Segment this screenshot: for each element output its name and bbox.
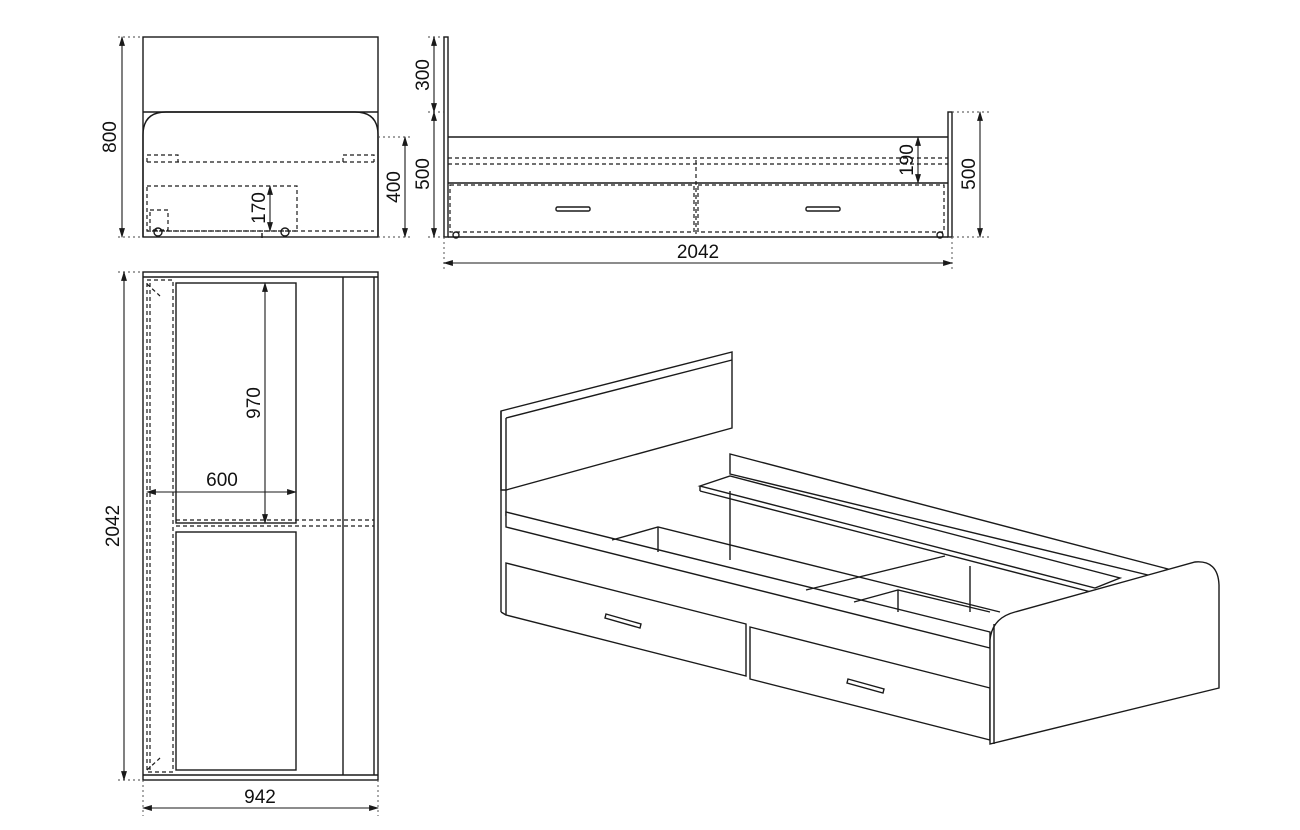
dim-label-2042-top: 2042 bbox=[103, 505, 124, 547]
top-drawer-970-dimension: 970 bbox=[244, 282, 268, 524]
dim-label-300: 300 bbox=[413, 59, 434, 91]
front-height-400-dimension: 400 bbox=[378, 136, 412, 238]
dim-label-190: 190 bbox=[897, 144, 918, 176]
iso-headboard bbox=[500, 351, 733, 491]
dim-label-800: 800 bbox=[100, 121, 121, 153]
dim-label-170: 170 bbox=[249, 192, 270, 224]
side-rail-190-dimension: 190 bbox=[897, 136, 921, 184]
side-length-2042-dimension: 2042 bbox=[443, 237, 953, 272]
top-view bbox=[142, 271, 379, 781]
top-length-2042-dimension: 2042 bbox=[103, 271, 143, 781]
front-height-800-dimension: 800 bbox=[100, 36, 143, 238]
dim-label-2042-side: 2042 bbox=[677, 242, 719, 263]
front-drawer-170-dimension: 170 bbox=[249, 185, 273, 232]
dim-label-400: 400 bbox=[384, 171, 405, 203]
front-view bbox=[142, 36, 379, 238]
side-head-500-dimension: 500 bbox=[413, 111, 444, 238]
dim-label-970: 970 bbox=[244, 387, 265, 419]
side-headboard-300-dimension: 300 bbox=[413, 36, 444, 113]
dim-label-500-head: 500 bbox=[413, 158, 434, 190]
dim-label-500-foot: 500 bbox=[959, 158, 980, 190]
top-drawer-600-dimension: 600 bbox=[146, 470, 297, 495]
side-foot-500-dimension: 500 bbox=[952, 111, 990, 238]
side-view bbox=[443, 36, 953, 239]
dim-label-942: 942 bbox=[244, 787, 276, 808]
dim-label-600: 600 bbox=[206, 470, 238, 491]
top-width-942-dimension: 942 bbox=[142, 780, 379, 816]
iso-drawer-right bbox=[749, 626, 991, 741]
iso-footboard bbox=[989, 561, 1220, 745]
isometric-view bbox=[500, 351, 1220, 745]
